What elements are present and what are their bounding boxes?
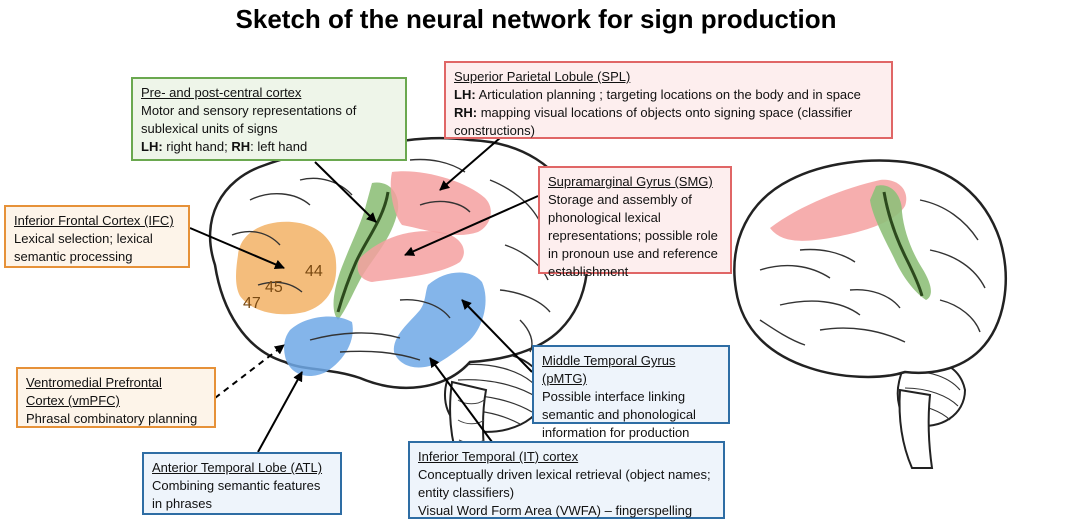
atl-box: Anterior Temporal Lobe (ATL) Combining s… bbox=[142, 452, 342, 515]
it-line1: Conceptually driven lexical retrieval (o… bbox=[418, 467, 711, 482]
precentral-lh-text: right hand; bbox=[162, 139, 232, 154]
atl-line1: Combining semantic features bbox=[152, 478, 321, 493]
brodmann-44-label: 44 bbox=[305, 263, 323, 280]
precentral-sulcus-right bbox=[882, 191, 924, 297]
it-connector bbox=[429, 357, 496, 447]
right-hemisphere-drawing bbox=[733, 159, 1007, 469]
left-hemisphere-drawing: 44 45 47 bbox=[208, 136, 589, 466]
atl-line2: in phrases bbox=[152, 496, 212, 511]
precentral-connector bbox=[314, 161, 377, 223]
ifc-heading: Inferior Frontal Cortex (IFC) bbox=[14, 213, 174, 228]
it-line3: Visual Word Form Area (VWFA) – fingerspe… bbox=[418, 503, 693, 518]
precentral-box: Pre- and post-central cortex Motor and s… bbox=[131, 77, 407, 161]
pmtg-line2: semantic and phonological bbox=[542, 407, 696, 422]
spl-region-left bbox=[390, 171, 491, 235]
precentral-line1: Motor and sensory representations of bbox=[141, 103, 357, 118]
brodmann-47-label: 47 bbox=[243, 295, 261, 312]
connector-lines bbox=[189, 111, 539, 453]
smg-line3: representations; possible role bbox=[548, 228, 718, 243]
diagram-title: Sketch of the neural network for sign pr… bbox=[235, 4, 837, 34]
smg-heading: Supramarginal Gyrus (SMG) bbox=[548, 174, 713, 189]
ifc-connector bbox=[189, 227, 285, 270]
it-line2: entity classifiers) bbox=[418, 485, 515, 500]
ifc-box: Inferior Frontal Cortex (IFC) Lexical se… bbox=[4, 205, 190, 268]
spl-rh-text: mapping visual locations of objects onto… bbox=[477, 105, 853, 120]
spl-rh-line: RH: mapping visual locations of objects … bbox=[454, 104, 883, 122]
spl-rh-label: RH: bbox=[454, 105, 478, 120]
smg-line1: Storage and assembly of bbox=[548, 192, 692, 207]
atl-connector bbox=[257, 371, 303, 453]
atl-region bbox=[284, 316, 353, 377]
brodmann-45-label: 45 bbox=[265, 279, 283, 296]
smg-box: Supramarginal Gyrus (SMG) Storage and as… bbox=[538, 166, 732, 279]
ifc-line1: Lexical selection; lexical bbox=[14, 231, 153, 246]
brainstem-right bbox=[898, 388, 934, 469]
precentral-lh-label: LH: bbox=[141, 139, 163, 154]
smg-line2: phonological lexical bbox=[548, 210, 661, 225]
smg-connector bbox=[404, 195, 539, 256]
precentral-sulcus-left bbox=[336, 191, 390, 313]
precentral-region-left bbox=[333, 182, 399, 320]
vmpfc-heading1: Ventromedial Prefrontal bbox=[26, 375, 162, 390]
spl-lh-text: Articulation planning ; targeting locati… bbox=[475, 87, 861, 102]
pmtg-connector bbox=[461, 299, 533, 373]
pmtg-heading: Middle Temporal Gyrus (pMTG) bbox=[542, 353, 676, 386]
spl-lh-label: LH: bbox=[454, 87, 476, 102]
spl-lh-line: LH: Articulation planning ; targeting lo… bbox=[454, 86, 883, 104]
spl-line3: constructions) bbox=[454, 123, 535, 138]
precentral-hand-line: LH: right hand; RH: left hand bbox=[141, 138, 397, 156]
smg-region-left bbox=[357, 231, 464, 282]
pmtg-line3: information for production bbox=[542, 425, 690, 440]
it-heading: Inferior Temporal (IT) cortex bbox=[418, 449, 579, 464]
precentral-rh-text: : left hand bbox=[250, 139, 308, 154]
smg-line4: in pronoun use and reference bbox=[548, 246, 718, 261]
it-box: Inferior Temporal (IT) cortex Conceptual… bbox=[408, 441, 725, 519]
precentral-line2: sublexical units of signs bbox=[141, 121, 278, 136]
ifc-region bbox=[236, 221, 337, 315]
pmtg-box: Middle Temporal Gyrus (pMTG) Possible in… bbox=[532, 345, 730, 440]
precentral-heading: Pre- and post-central cortex bbox=[141, 85, 302, 100]
vmpfc-heading2: Cortex (vmPFC) bbox=[26, 393, 120, 408]
atl-heading: Anterior Temporal Lobe (ATL) bbox=[152, 460, 323, 475]
precentral-rh-label: RH bbox=[231, 139, 251, 154]
vmpfc-line1: Phrasal combinatory planning bbox=[26, 411, 198, 426]
spl-heading: Superior Parietal Lobule (SPL) bbox=[454, 69, 631, 84]
ifc-line2: semantic processing bbox=[14, 249, 133, 264]
vmpfc-box: Ventromedial Prefrontal Cortex (vmPFC) P… bbox=[16, 367, 216, 428]
spl-box: Superior Parietal Lobule (SPL) LH: Artic… bbox=[444, 61, 893, 139]
pmtg-line1: Possible interface linking bbox=[542, 389, 686, 404]
mtg-region bbox=[393, 272, 486, 368]
vmpfc-connector bbox=[214, 344, 285, 399]
smg-line5: establishment bbox=[548, 264, 629, 279]
